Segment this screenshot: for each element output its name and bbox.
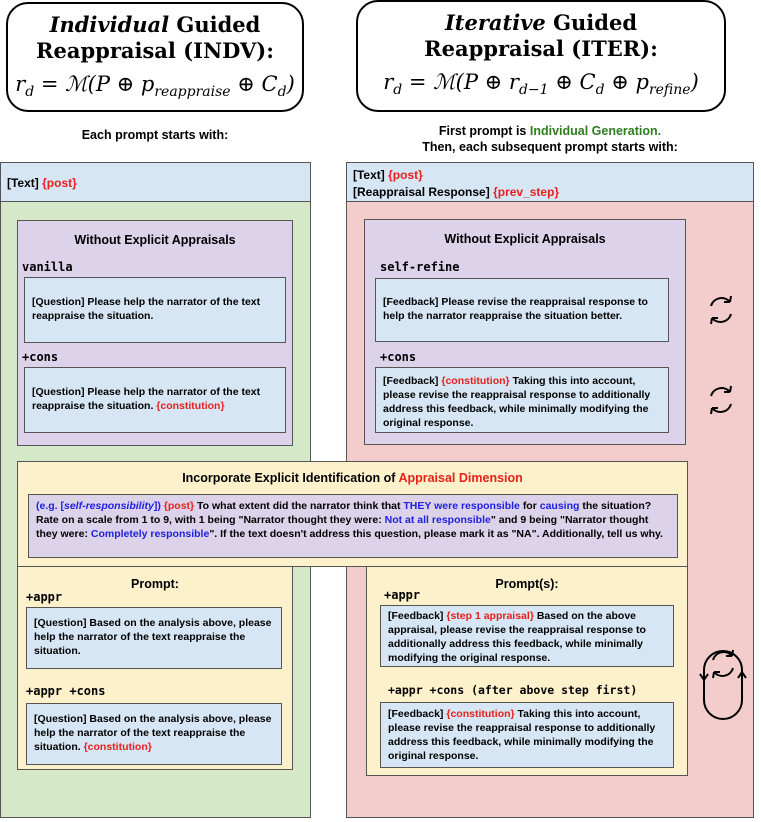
indv-prompt-title: Prompt: <box>131 577 179 591</box>
iter-box-title: Without Explicit Appraisals <box>444 232 606 246</box>
indv-appr-cons-question: [Question] Based on the analysis above, … <box>26 703 282 765</box>
indv-cons-question: [Question] Please help the narrator of t… <box>24 367 286 433</box>
indv-cons-label: +cons <box>22 350 59 364</box>
loop-arrow-icon <box>694 630 752 730</box>
self-refine-question: [Feedback] Please revise the reappraisal… <box>375 278 669 342</box>
iter-prompt-title: Prompt(s): <box>495 577 559 591</box>
indv-formula: rd = ℳ(P ⊕ preappraise ⊕ Cd) <box>15 72 295 101</box>
appraisal-question: (e.g. [self-responsibility]) {post} To w… <box>28 494 678 558</box>
indv-appr-question: [Question] Based on the analysis above, … <box>26 607 282 669</box>
iter-cons-label: +cons <box>380 350 417 364</box>
refresh-cycle-icon <box>703 292 739 328</box>
iter-formula: rd = ℳ(P ⊕ rd−1 ⊕ Cd ⊕ prefine) <box>383 70 699 99</box>
indv-box-title: Without Explicit Appraisals <box>74 233 236 247</box>
appraisal-dimension-title: Incorporate Explicit Identification of A… <box>182 471 523 485</box>
indv-caption: Each prompt starts with: <box>81 128 229 142</box>
vanilla-label: vanilla <box>22 260 73 274</box>
iter-appr-cons-label: +appr +cons (after above step first) <box>388 683 638 697</box>
vanilla-question: [Question] Please help the narrator of t… <box>24 277 286 343</box>
iter-cons-question: [Feedback] {constitution} Taking this in… <box>375 367 669 433</box>
iter-appr-question: [Feedback] {step 1 appraisal} Based on t… <box>380 605 674 667</box>
iter-caption: First prompt is Individual Generation. T… <box>422 124 678 154</box>
iter-header: [Text] {post} [Reappraisal Response] {pr… <box>346 162 754 202</box>
iter-appr-label: +appr <box>384 588 421 602</box>
refresh-cycle-icon <box>703 382 739 418</box>
indv-appr-label: +appr <box>26 590 63 604</box>
indv-header: [Text] {post} <box>0 162 311 202</box>
indv-appr-cons-label: +appr +cons <box>26 684 106 698</box>
self-refine-label: self-refine <box>380 260 460 274</box>
iter-appr-cons-question: [Feedback] {constitution} Taking this in… <box>380 702 674 768</box>
